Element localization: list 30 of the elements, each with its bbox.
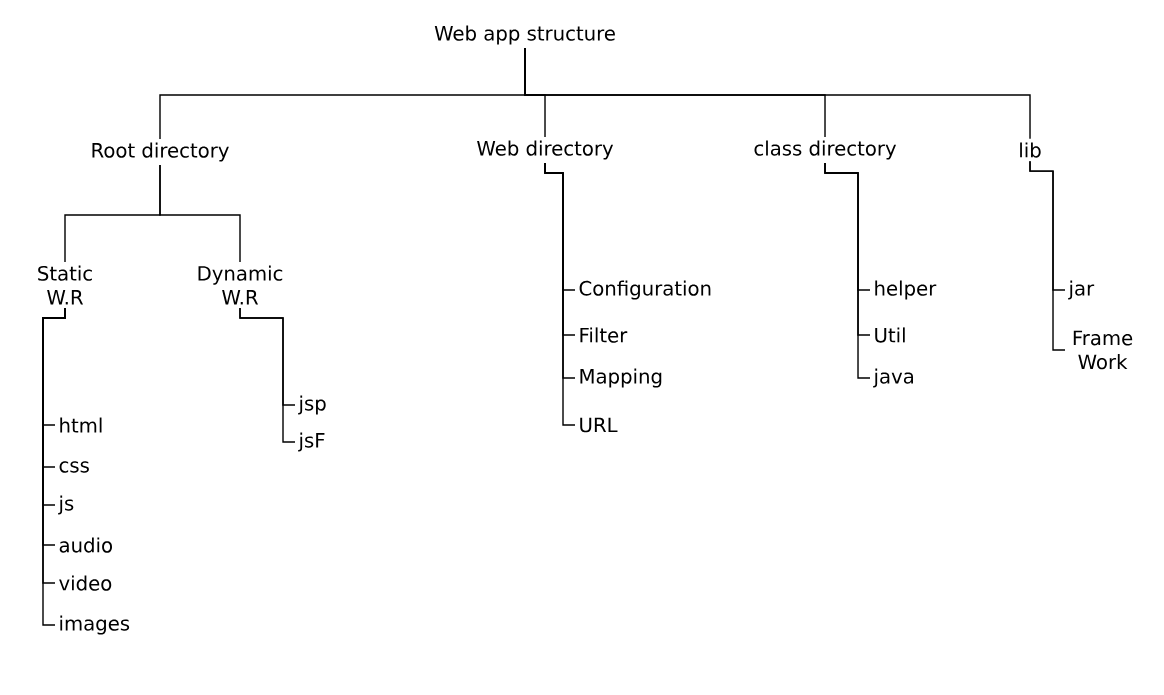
tree-connector bbox=[239, 307, 296, 443]
tree-label: helper bbox=[875, 280, 937, 300]
tree-label: html bbox=[60, 417, 102, 433]
tree-label: video bbox=[59, 575, 112, 591]
tree-label: css bbox=[59, 461, 89, 473]
tree-label: java bbox=[873, 368, 913, 388]
tree-label: Configuration bbox=[579, 280, 711, 300]
tree-label: Util bbox=[875, 327, 905, 343]
tree-label: Frame Work bbox=[1073, 330, 1133, 370]
tree-connector bbox=[544, 162, 576, 426]
tree-connector bbox=[1029, 160, 1066, 351]
tree-label: URL bbox=[580, 417, 618, 433]
tree-label: Root directory bbox=[92, 142, 229, 162]
tree-connector bbox=[159, 164, 241, 263]
tree-label: Mapping bbox=[580, 368, 662, 388]
tree-label: jsp bbox=[298, 395, 326, 415]
tree-label: jsF bbox=[298, 432, 325, 452]
tree-label: class directory bbox=[754, 140, 897, 160]
tree-label: Dynamic W.R bbox=[198, 265, 283, 305]
tree-label: Static W.R bbox=[38, 265, 92, 305]
tree-label: Filter bbox=[580, 327, 628, 343]
tree-label: Web app structure bbox=[434, 25, 615, 45]
tree-label: audio bbox=[59, 537, 112, 553]
tree-connector bbox=[524, 47, 1031, 140]
tree-label: images bbox=[60, 615, 130, 635]
tree-label: js bbox=[58, 495, 74, 515]
tree-label: lib bbox=[1020, 142, 1041, 158]
tree-label: Web directory bbox=[477, 140, 614, 160]
tree-connector bbox=[824, 162, 871, 379]
tree-label: jar bbox=[1068, 280, 1095, 300]
